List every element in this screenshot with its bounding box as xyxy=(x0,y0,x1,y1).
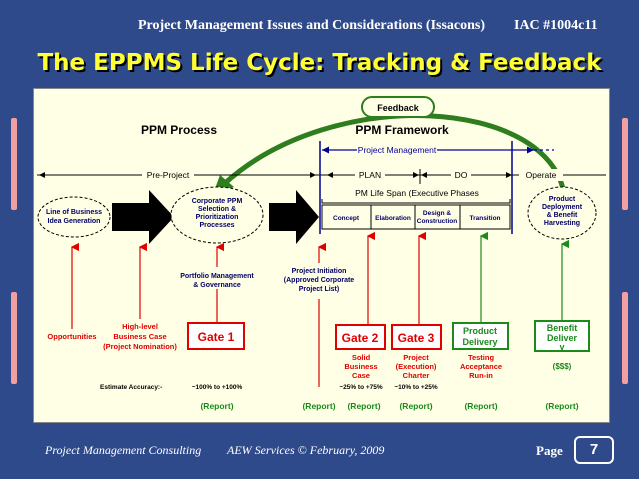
label-bg xyxy=(519,169,563,181)
left-edge-tab xyxy=(11,118,17,210)
label-bg xyxy=(355,169,385,181)
lifecycle-diagram: Feedback PPM Process PPM Framework Proje… xyxy=(37,96,606,411)
portfolio-label-1: Portfolio Management xyxy=(180,273,254,280)
phase-design-box xyxy=(414,204,461,230)
right-edge-tab xyxy=(622,118,628,210)
benefit-delivery-label-2: Deliver xyxy=(547,333,578,343)
testing-1: Testing xyxy=(468,353,495,362)
report-gate2: (Report) xyxy=(347,401,380,411)
page-label: Page xyxy=(536,443,563,458)
accuracy-gate2: ~25% to +75% xyxy=(339,384,383,391)
label-bg xyxy=(451,169,471,181)
product-delivery-label-1: Product xyxy=(463,326,497,336)
operate-label: Operate xyxy=(526,170,557,180)
portfolio-label-2: & Governance xyxy=(193,282,241,289)
product-deployment-ellipse xyxy=(527,186,597,240)
charter-3: Charter xyxy=(403,371,430,380)
label-bg xyxy=(357,143,437,156)
phase-transition-label: Transition xyxy=(469,215,500,222)
initiation-label-1: Project Initiation xyxy=(292,268,347,275)
solid-case-3: Case xyxy=(352,371,370,380)
hl-case-label-3: (Project Nomination) xyxy=(103,342,177,351)
label-bg xyxy=(142,169,194,181)
corp-line-4: Processes xyxy=(199,222,234,229)
solid-case-1: Solid xyxy=(352,353,371,362)
feedback-box xyxy=(361,96,435,118)
do-label: DO xyxy=(455,170,468,180)
benefit-delivery-label-3: y xyxy=(559,342,564,352)
phase-concept-box xyxy=(321,204,372,230)
report-product: (Report) xyxy=(464,401,497,411)
ppm-process-heading: PPM Process xyxy=(141,123,217,137)
opportunities-label: Opportunities xyxy=(47,332,96,341)
block-arrow-2 xyxy=(269,190,319,244)
accuracy-gate1: ~100% to +100% xyxy=(192,384,243,391)
product-delivery-box xyxy=(452,322,509,350)
report-gate1: (Report) xyxy=(200,401,233,411)
ppm-framework-heading: PPM Framework xyxy=(355,123,449,137)
left-edge-tab xyxy=(11,292,17,384)
product-line-2: Deployment xyxy=(542,204,583,211)
corporate-ppm-ellipse xyxy=(170,186,264,244)
report-initiation: (Report) xyxy=(302,401,335,411)
initiation-label-2: (Approved Corporate xyxy=(284,277,355,284)
phase-elaboration-label: Elaboration xyxy=(375,215,411,222)
plan-label: PLAN xyxy=(359,170,381,180)
project-management-label: Project Management xyxy=(358,145,437,155)
corp-line-1: Corporate PPM xyxy=(192,198,243,205)
lob-line-2: Idea Generation xyxy=(48,218,101,225)
slide-title: The EPPMS Life Cycle: Tracking & Feedbac… xyxy=(37,50,602,76)
hl-case-label-1: High-level xyxy=(122,322,158,331)
charter-2: (Execution) xyxy=(396,362,437,371)
block-arrow-1 xyxy=(112,190,174,244)
footer-left: Project Management Consulting xyxy=(45,443,202,457)
gate1-box xyxy=(187,322,245,350)
life-span-bracket xyxy=(321,199,511,204)
product-line-1: Product xyxy=(549,196,576,203)
phase-design-label-1: Design & xyxy=(423,210,451,217)
gate1-label: Gate 1 xyxy=(198,330,235,344)
benefit-delivery-box xyxy=(534,320,590,352)
phase-concept-label: Concept xyxy=(333,215,360,222)
diagram-panel: Feedback PPM Process PPM Framework Proje… xyxy=(33,88,610,423)
solid-case-2: Business xyxy=(344,362,377,371)
phase-boxes xyxy=(321,204,511,230)
phase-elaboration-box xyxy=(370,204,416,230)
right-edge-tab xyxy=(622,292,628,384)
testing-3: Run-in xyxy=(469,371,493,380)
accuracy-gate3: ~10% to +25% xyxy=(394,384,438,391)
corp-line-3: Prioritization xyxy=(196,214,239,221)
gate3-label: Gate 3 xyxy=(398,331,435,345)
header-doc-id: IAC #1004c11 xyxy=(514,18,598,33)
benefit-delivery-label-1: Benefit xyxy=(547,323,578,333)
product-delivery-label-2: Delivery xyxy=(462,337,497,347)
pre-project-label: Pre-Project xyxy=(147,170,190,180)
phase-design-label-2: Construction xyxy=(417,218,457,225)
corp-line-2: Selection & xyxy=(198,206,236,213)
gate3-box xyxy=(391,324,442,350)
product-line-3: & Benefit xyxy=(547,212,578,219)
initiation-label-3: Project List) xyxy=(299,286,339,293)
charter-1: Project xyxy=(403,353,429,362)
lob-line-1: Line of Business xyxy=(46,209,102,216)
phase-transition-box xyxy=(459,204,511,230)
hl-case-label-2: Business Case xyxy=(113,332,166,341)
testing-2: Acceptance xyxy=(460,362,502,371)
header-subtitle: Project Management Issues and Considerat… xyxy=(138,18,486,33)
pm-life-span-label: PM Life Span (Executive Phases xyxy=(355,188,479,198)
footer-center: AEW Services © February, 2009 xyxy=(227,443,385,457)
feedback-label: Feedback xyxy=(377,103,420,113)
estimate-accuracy-label: Estimate Accuracy:- xyxy=(100,384,162,391)
report-gate3: (Report) xyxy=(399,401,432,411)
report-benefit: (Report) xyxy=(545,401,578,411)
lob-idea-ellipse xyxy=(37,196,111,238)
money-label: ($$$) xyxy=(553,362,572,371)
gate2-box xyxy=(335,324,386,350)
gate2-label: Gate 2 xyxy=(342,331,379,345)
page-number: 7 xyxy=(574,436,614,464)
product-line-4: Harvesting xyxy=(544,220,580,227)
